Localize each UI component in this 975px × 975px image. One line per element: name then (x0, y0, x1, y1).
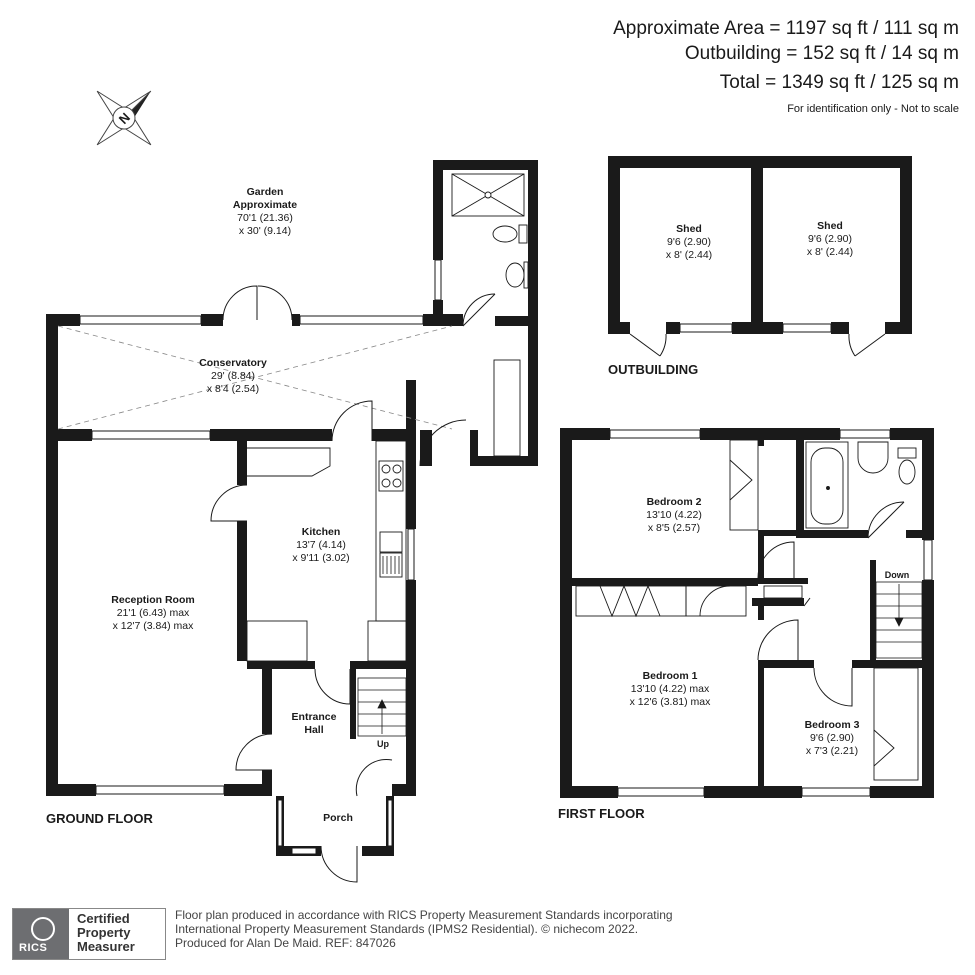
bedroom1-dim1: 13'10 (4.22) max (631, 683, 710, 695)
shed2-dim1: 9'6 (2.90) (808, 233, 852, 245)
rics-ring-icon (31, 917, 55, 941)
bedroom3-name: Bedroom 3 (805, 719, 860, 731)
rics-badge-text: Certified Property Measurer (77, 912, 135, 954)
rics-badge: RICS Certified Property Measurer (12, 908, 166, 960)
ground-floor-windows (79, 259, 442, 855)
ground-floor-title: GROUND FLOOR (46, 811, 153, 826)
area-total-text: Total = 1349 sq ft / 125 sq m (720, 72, 959, 93)
first-floor-walls (560, 428, 934, 798)
footer-text: Floor plan produced in accordance with R… (175, 908, 673, 950)
shed2-dim2: x 8' (2.44) (807, 246, 853, 258)
rics-logo-word: RICS (19, 942, 48, 954)
outbuilding-windows (679, 323, 832, 333)
stairs-up (357, 677, 407, 737)
stairs-down (875, 581, 923, 659)
first-floor-windows (609, 429, 933, 797)
garden-dim1: 70'1 (21.36) (237, 212, 293, 224)
bedroom2-dim1: 13'10 (4.22) (646, 509, 702, 521)
footer-line2: International Property Measurement Stand… (175, 922, 639, 936)
kitchen-fittings (246, 359, 521, 662)
rics-badge-line1: Certified (77, 911, 130, 926)
footer-line3: Produced for Alan De Maid. REF: 847026 (175, 936, 396, 950)
wardrobe-fittings (575, 439, 919, 781)
shed2-name: Shed (817, 220, 843, 232)
shed1-dim1: 9'6 (2.90) (667, 236, 711, 248)
reception-dim1: 21'1 (6.43) max (117, 607, 190, 619)
outbuilding-walls (608, 156, 912, 334)
stairs-up-label: Up (377, 739, 389, 749)
first-floor-title: FIRST FLOOR (558, 806, 645, 821)
first-floor-doors (757, 501, 905, 707)
porch-name: Porch (323, 812, 353, 824)
garden-approx: Approximate (233, 199, 297, 211)
rics-logo-icon: RICS (13, 909, 69, 959)
stairs-down-label: Down (885, 570, 910, 580)
bedroom3-dim1: 9'6 (2.90) (810, 732, 854, 744)
conservatory-dim1: 29' (8.84) (211, 370, 255, 382)
hall-name: Entrance (292, 711, 337, 723)
reception-name: Reception Room (111, 594, 194, 606)
kitchen-dim1: 13'7 (4.14) (296, 539, 346, 551)
rics-badge-line3: Measurer (77, 939, 135, 954)
shed1-dim2: x 8' (2.44) (666, 249, 712, 261)
conservatory-name: Conservatory (199, 357, 267, 369)
outbuilding-doors (629, 333, 886, 357)
bedroom1-name: Bedroom 1 (643, 670, 698, 682)
conservatory-roof-lines (57, 325, 453, 430)
kitchen-dim2: x 9'11 (3.02) (292, 552, 349, 564)
shed1-name: Shed (676, 223, 702, 235)
bedroom2-dim2: x 8'5 (2.57) (648, 522, 700, 534)
kitchen-name: Kitchen (302, 526, 341, 538)
conservatory-dim2: x 8'4 (2.54) (207, 383, 259, 395)
ground-floor-doors (210, 285, 496, 883)
disclaimer-text: For identification only - Not to scale (787, 103, 959, 115)
hall-line2: Hall (304, 724, 323, 736)
ground-floor-walls (46, 160, 538, 856)
bedroom3-dim2: x 7'3 (2.21) (806, 745, 858, 757)
shower-room-fittings (451, 173, 529, 289)
compass-icon (96, 90, 152, 146)
bathroom-fittings (805, 441, 917, 529)
outbuilding-title: OUTBUILDING (608, 362, 698, 377)
rics-badge-line2: Property (77, 925, 131, 940)
footer-line1: Floor plan produced in accordance with R… (175, 908, 673, 922)
garden-name: Garden (247, 186, 284, 198)
garden-dim2: x 30' (9.14) (239, 225, 291, 237)
area-main-text: Approximate Area = 1197 sq ft / 111 sq m (613, 18, 959, 39)
kitchen-drainer (382, 556, 400, 574)
reception-dim2: x 12'7 (3.84) max (113, 620, 195, 632)
area-outbuilding-text: Outbuilding = 152 sq ft / 14 sq m (685, 43, 959, 64)
bedroom1-dim2: x 12'6 (3.81) max (630, 696, 712, 708)
bedroom2-name: Bedroom 2 (647, 496, 702, 508)
